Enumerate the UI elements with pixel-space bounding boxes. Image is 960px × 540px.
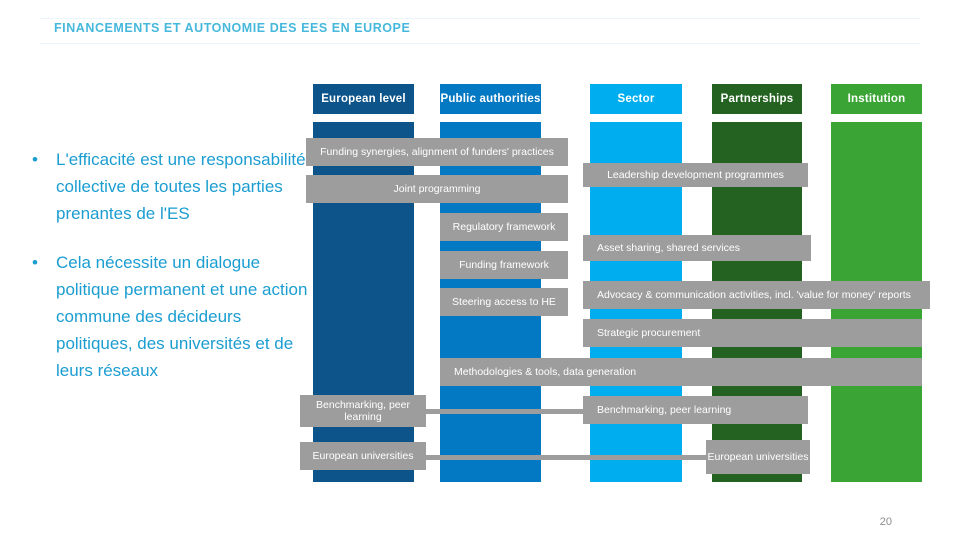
diagram-bar[interactable]: European universities [706, 440, 810, 474]
diagram-bar[interactable]: Funding synergies, alignment of funders'… [306, 138, 568, 166]
column-header-sector[interactable]: Sector [590, 84, 682, 114]
bullet-marker-icon: • [32, 150, 38, 169]
diagram-bar-label: Asset sharing, shared services [597, 242, 740, 254]
diagram-bar[interactable]: Joint programming [306, 175, 568, 203]
diagram-bar[interactable]: Advocacy & communication activities, inc… [583, 281, 930, 309]
column-header-european-level[interactable]: European level [313, 84, 414, 114]
column-header-partnerships[interactable]: Partnerships [712, 84, 802, 114]
diagram-bar[interactable]: Strategic procurement [583, 319, 922, 347]
diagram-bar[interactable]: European universities [300, 442, 426, 470]
diagram-bar[interactable]: Benchmarking, peer learning [300, 395, 426, 427]
bullet-text: Cela nécessite un dialogue politique per… [56, 253, 308, 380]
connector-line [420, 455, 712, 460]
diagram-bar[interactable]: Regulatory framework [440, 213, 568, 241]
diagram-bar-label: Leadership development programmes [607, 169, 784, 181]
slide-title-band: FINANCEMENTS ET AUTONOMIE DES EES EN EUR… [40, 18, 920, 44]
bullet-item: • Cela nécessite un dialogue politique pe… [18, 249, 308, 384]
column-header-institution[interactable]: Institution [831, 84, 922, 114]
diagram-bar-label: Joint programming [393, 183, 481, 195]
bullet-item: • L'efficacité est une responsabilité col… [18, 146, 308, 227]
column-header-label: European level [321, 93, 406, 105]
diagram-bar[interactable]: Steering access to HE [440, 288, 568, 316]
diagram-bar-label: Strategic procurement [597, 327, 701, 339]
bullet-marker-icon: • [32, 253, 38, 272]
diagram-bar-label: European universities [707, 451, 809, 463]
column-header-label: Institution [847, 93, 906, 105]
diagram-bar[interactable]: Leadership development programmes [583, 163, 808, 187]
diagram-bar-label: Funding synergies, alignment of funders'… [320, 146, 554, 158]
diagram-bar-label: European universities [312, 450, 414, 462]
diagram-bar-label: Methodologies & tools, data generation [454, 366, 637, 378]
connector-line [420, 409, 590, 414]
bullet-list: • L'efficacité est une responsabilité col… [18, 146, 308, 406]
column-header-public-authorities[interactable]: Public authorities [440, 84, 541, 114]
column-header-label: Sector [617, 93, 655, 105]
diagram-bar[interactable]: Asset sharing, shared services [583, 235, 811, 261]
title-rule [40, 18, 920, 44]
diagram-bar-label: Steering access to HE [452, 296, 556, 308]
diagram-bar-label: Funding framework [459, 259, 549, 271]
column-header-label: Public authorities [440, 93, 541, 105]
diagram-bar[interactable]: Funding framework [440, 251, 568, 279]
diagram-bar-label: Advocacy & communication activities, inc… [597, 289, 911, 301]
slide-page-number: 20 [879, 516, 892, 528]
diagram-bar[interactable]: Benchmarking, peer learning [583, 396, 808, 424]
page-title: FINANCEMENTS ET AUTONOMIE DES EES EN EUR… [54, 21, 411, 35]
column-header-label: Partnerships [720, 93, 794, 105]
diagram-bar-label: Benchmarking, peer learning [316, 399, 410, 423]
diagram-bar-label: Regulatory framework [452, 221, 556, 233]
diagram-bar[interactable]: Methodologies & tools, data generation [440, 358, 922, 386]
bullet-text: L'efficacité est une responsabilité coll… [56, 150, 306, 223]
diagram-bar-label: Benchmarking, peer learning [597, 404, 732, 416]
